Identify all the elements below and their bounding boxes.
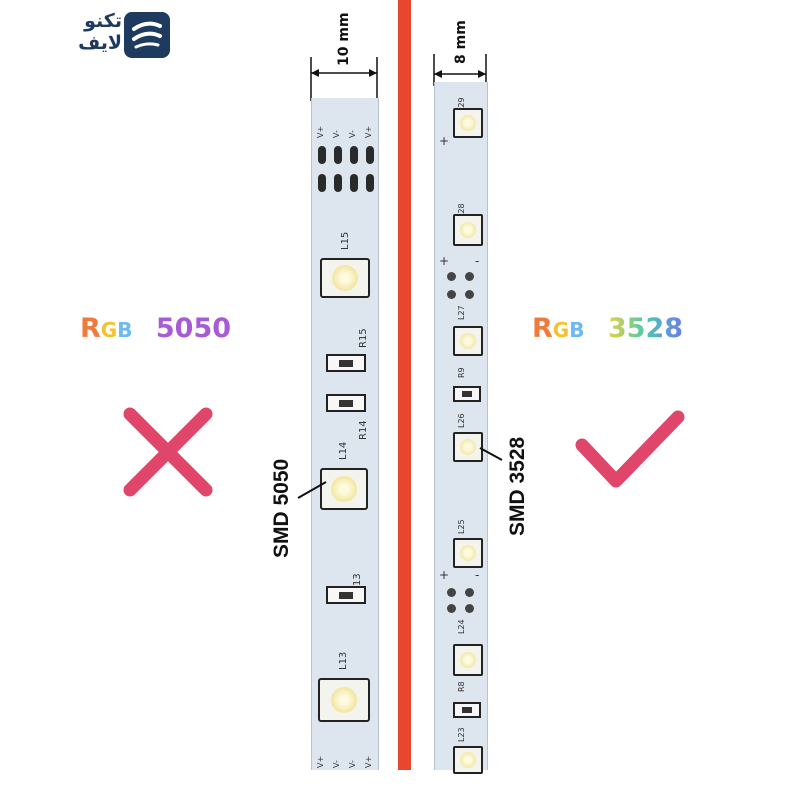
led-chip-3528	[453, 538, 483, 568]
logo-line-2: لايف	[78, 32, 122, 54]
solder-pad	[366, 174, 374, 192]
terminal-label: V-	[348, 760, 357, 768]
pointer-line-right	[479, 447, 503, 461]
solder-pad	[318, 174, 326, 192]
plus-mark: +	[439, 254, 450, 268]
led-label: L24	[457, 619, 466, 634]
terminal-label: V+	[316, 755, 325, 768]
check-icon	[575, 410, 685, 488]
solder-dot	[465, 290, 474, 299]
solder-pad	[350, 146, 358, 164]
title-number: 5050	[155, 313, 232, 344]
resistor	[326, 586, 366, 604]
led-label: L26	[457, 413, 466, 428]
solder-pad	[350, 174, 358, 192]
pointer-line-left	[297, 481, 327, 499]
led-chip-3528	[453, 432, 483, 462]
solder-pad	[334, 174, 342, 192]
title-letter-b: B	[569, 318, 585, 342]
solder-dot	[465, 272, 474, 281]
logo-text: تكنو لايف	[46, 10, 122, 54]
resistor-label: R14	[358, 420, 369, 440]
led-chip-5050	[320, 468, 368, 510]
led-chip-5050	[318, 678, 370, 722]
led-chip-3528	[453, 644, 483, 676]
solder-dot	[447, 588, 456, 597]
led-chip-3528	[453, 746, 483, 774]
package-label-right: SMD 3528	[506, 436, 529, 536]
resistor-label: R9	[457, 367, 466, 378]
solder-dot	[447, 290, 456, 299]
title-right: RGB 3528	[532, 313, 683, 344]
width-dimension-right	[433, 54, 487, 86]
plus-mark: +	[439, 568, 450, 582]
solder-pad	[318, 146, 326, 164]
led-label: L27	[457, 305, 466, 320]
led-chip-3528	[453, 108, 483, 138]
solder-pad	[334, 146, 342, 164]
title-left: RGB 5050	[80, 313, 231, 344]
title-letter-b: B	[117, 318, 133, 342]
title-letter-g: G	[100, 318, 118, 342]
width-dimension-left	[310, 57, 378, 101]
led-label: L14	[338, 441, 349, 460]
terminal-label: V+	[364, 125, 373, 138]
plus-mark: +	[439, 134, 450, 148]
led-strip-3528: L29 + L28 + - L27 R9 L26 L25 + - L24 R8 …	[434, 82, 488, 774]
resistor	[453, 386, 481, 402]
logo-icon	[124, 12, 170, 58]
title-letter-r: R	[532, 313, 553, 344]
title-letter-g: G	[552, 318, 570, 342]
led-chip-3528	[453, 326, 483, 356]
resistor	[453, 702, 481, 718]
solder-dot	[447, 604, 456, 613]
resistor	[326, 394, 366, 412]
width-label-right: 8 mm	[453, 20, 469, 64]
minus-mark: -	[475, 568, 480, 582]
led-label: L15	[340, 231, 351, 250]
led-label: L23	[457, 727, 466, 742]
resistor-label: R15	[358, 328, 369, 348]
led-strip-5050: V+ V- V- V+ L15 R15 R14 L14 R13 L13 V+ V…	[311, 98, 379, 770]
width-label-left: 10 mm	[336, 12, 352, 66]
terminal-label: V-	[332, 130, 341, 138]
terminal-label: V-	[332, 760, 341, 768]
terminal-label: V+	[364, 755, 373, 768]
led-chip-5050	[320, 258, 370, 298]
resistor-label: R8	[457, 681, 466, 692]
package-label-left: SMD 5050	[270, 458, 293, 558]
resistor	[326, 354, 366, 372]
terminal-label: V-	[348, 130, 357, 138]
led-chip-3528	[453, 214, 483, 246]
solder-dot	[465, 604, 474, 613]
terminal-label: V+	[316, 125, 325, 138]
cross-icon	[123, 407, 213, 497]
title-number: 3528	[607, 313, 684, 344]
logo-line-1: تكنو	[84, 10, 122, 32]
solder-dot	[465, 588, 474, 597]
led-label: L13	[338, 651, 349, 670]
minus-mark: -	[475, 254, 480, 268]
led-label: L25	[457, 519, 466, 534]
solder-pad	[366, 146, 374, 164]
solder-dot	[447, 272, 456, 281]
title-letter-r: R	[80, 313, 101, 344]
center-divider	[398, 0, 411, 770]
